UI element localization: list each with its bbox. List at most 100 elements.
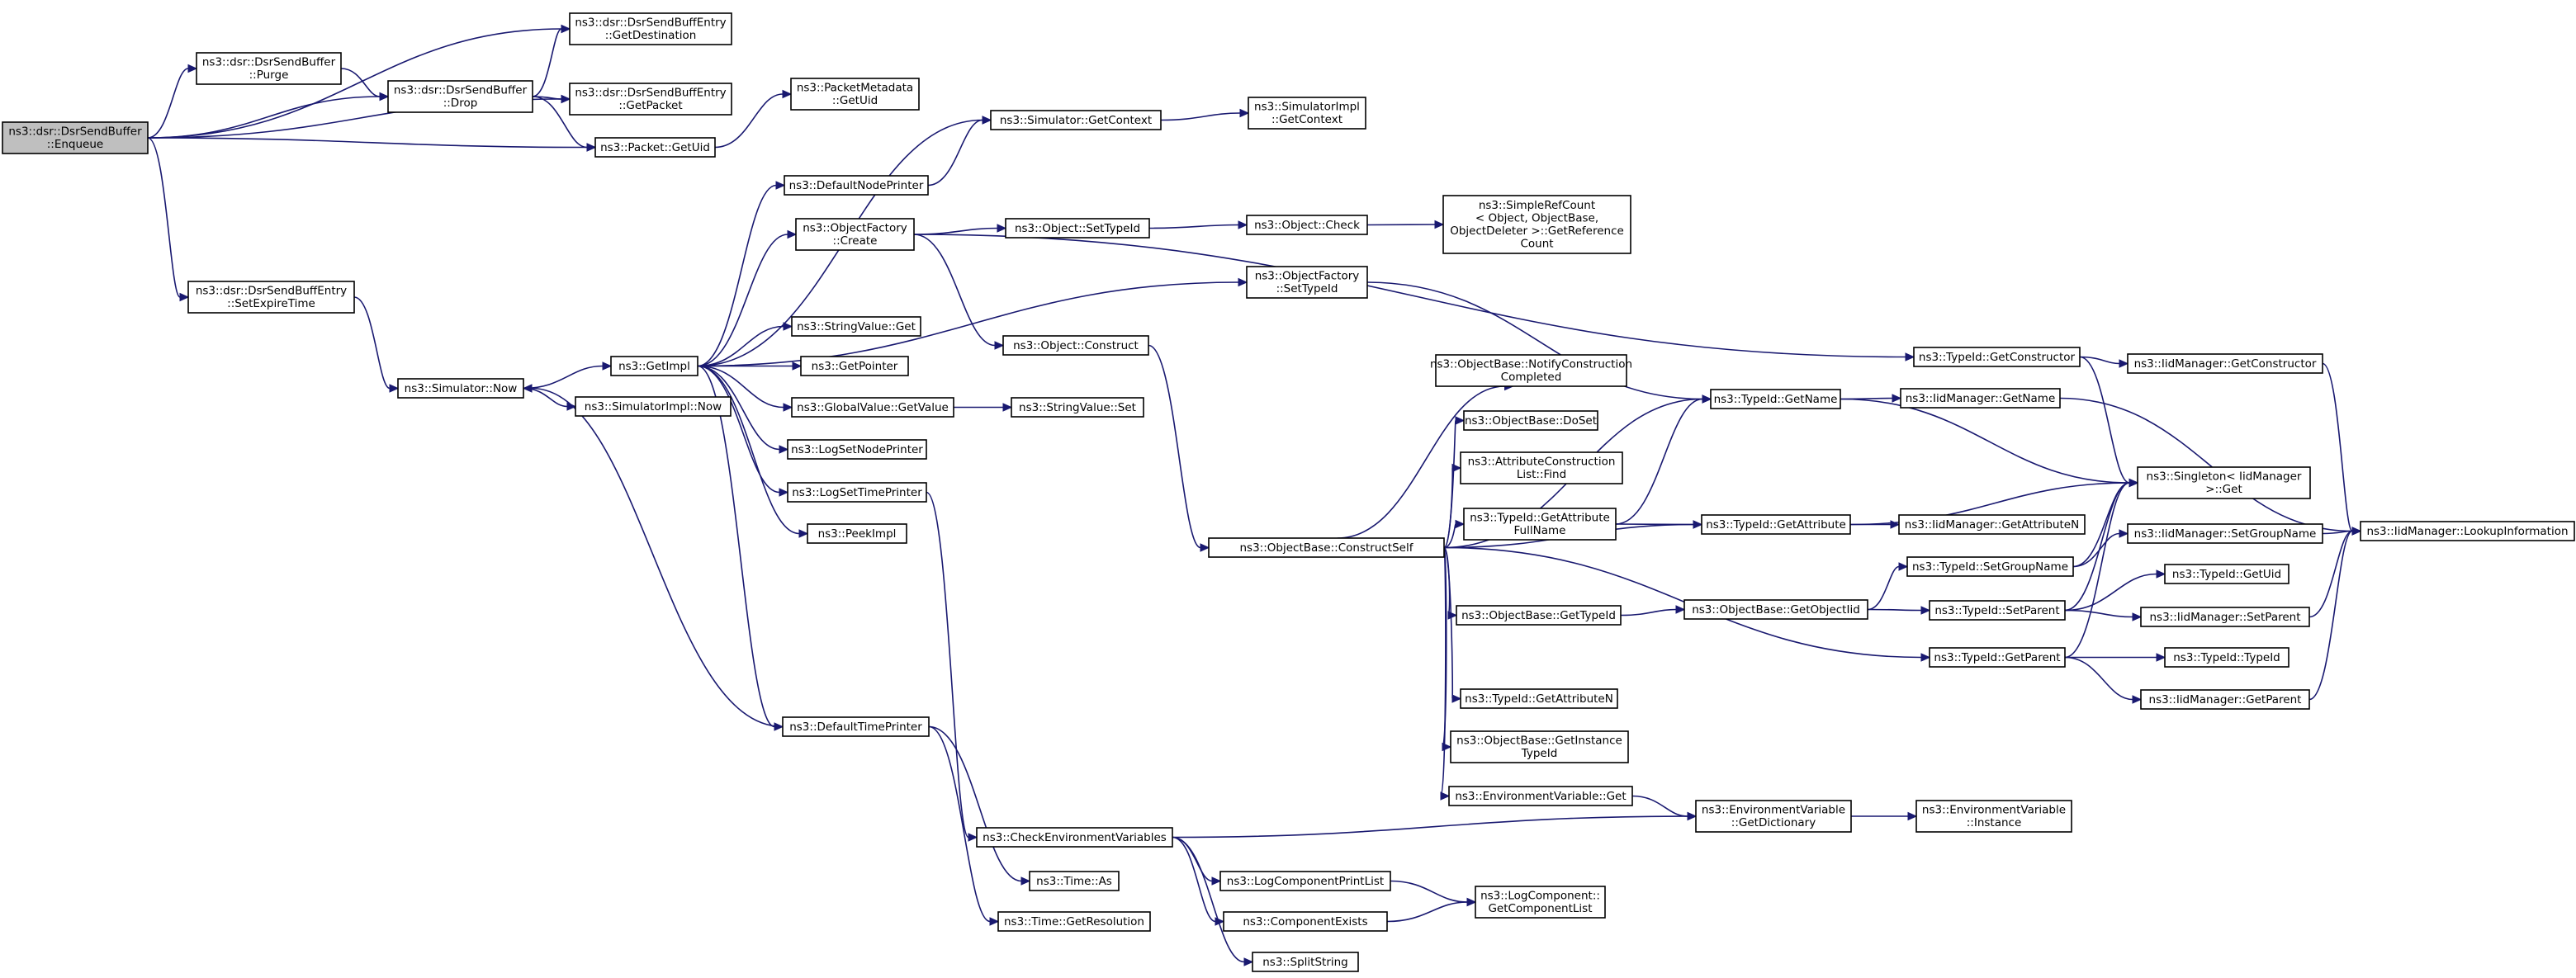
node-logsettime[interactable]: ns3::LogSetTimePrinter xyxy=(787,482,927,503)
node-obgettypeid[interactable]: ns3::ObjectBase::GetTypeId xyxy=(1456,605,1622,626)
edge-arrowhead xyxy=(1442,742,1452,752)
node-box xyxy=(2127,523,2323,544)
node-box xyxy=(397,378,524,399)
edge-setexpire-to-simnow xyxy=(353,296,400,393)
edge-obgetobjtid-to-tidsetparent xyxy=(1867,606,1931,615)
node-doset[interactable]: ns3::ObjectBase::DoSet xyxy=(1463,410,1598,431)
node-objsettypeid[interactable]: ns3::Object::SetTypeId xyxy=(1005,218,1150,239)
node-label: ::Drop xyxy=(443,97,478,110)
node-iidgetparent[interactable]: ns3::IidManager::GetParent xyxy=(2140,689,2310,710)
node-label: ns3::Singleton< IidManager xyxy=(2147,470,2302,484)
edge-arrowhead xyxy=(1702,395,1712,404)
node-tidtypeid[interactable]: ns3::TypeId::TypeId xyxy=(2164,647,2290,668)
edge-tidsetparent-to-tidgetuid xyxy=(2064,569,2166,612)
node-label: ns3::Packet::GetUid xyxy=(600,141,710,154)
node-tidgetparent[interactable]: ns3::TypeId::GetParent xyxy=(1929,647,2066,668)
node-box xyxy=(569,12,732,45)
node-checkenv[interactable]: ns3::CheckEnvironmentVariables xyxy=(976,827,1173,848)
node-logcompprint[interactable]: ns3::LogComponentPrintList xyxy=(1219,871,1391,891)
node-tidgetattr[interactable]: ns3::TypeId::GetAttribute xyxy=(1701,514,1851,535)
node-compexists[interactable]: ns3::ComponentExists xyxy=(1223,911,1388,932)
node-envinstance[interactable]: ns3::EnvironmentVariable::Instance xyxy=(1915,800,2072,833)
node-label: ns3::dsr::DsrSendBuffer xyxy=(394,84,528,97)
node-tidsetparent[interactable]: ns3::TypeId::SetParent xyxy=(1929,600,2066,621)
edge-line xyxy=(1390,880,1468,903)
edge-line xyxy=(2079,356,2130,484)
node-tidsetgroup[interactable]: ns3::TypeId::SetGroupName xyxy=(1906,556,2074,577)
node-deftimeprinter[interactable]: ns3::DefaultTimePrinter xyxy=(782,716,930,737)
node-iidgetattrn[interactable]: ns3::IidManager::GetAttributeN xyxy=(1898,514,2086,535)
edge-line xyxy=(531,387,784,728)
edge-line xyxy=(1337,385,1505,539)
node-timeas[interactable]: ns3::Time::As xyxy=(1029,871,1120,891)
node-iidgetctor[interactable]: ns3::IidManager::GetConstructor xyxy=(2127,353,2323,374)
node-envgetdict[interactable]: ns3::EnvironmentVariable::GetDictionary xyxy=(1695,800,1852,833)
node-lookupinfo[interactable]: ns3::IidManager::LookupInformation xyxy=(2360,521,2575,541)
edge-objsettypeid-to-objcheck xyxy=(1148,220,1248,229)
node-pktuid[interactable]: ns3::Packet::GetUid xyxy=(594,137,716,158)
node-objcheck[interactable]: ns3::Object::Check xyxy=(1246,215,1368,235)
node-simnow[interactable]: ns3::Simulator::Now xyxy=(397,378,524,399)
edge-arrowhead xyxy=(586,143,597,152)
node-notifyconstr[interactable]: ns3::ObjectBase::NotifyConstructionCompl… xyxy=(1430,354,1632,387)
node-constructself[interactable]: ns3::ObjectBase::ConstructSelf xyxy=(1208,537,1445,558)
node-label: Count xyxy=(1520,238,1553,251)
node-label: ns3::Time::As xyxy=(1036,875,1112,888)
node-simimplnow[interactable]: ns3::SimulatorImpl::Now xyxy=(575,396,732,417)
node-iidsetparent[interactable]: ns3::IidManager::SetParent xyxy=(2140,607,2310,627)
node-defnodeprinter[interactable]: ns3::DefaultNodePrinter xyxy=(784,175,929,196)
node-label: ns3::dsr::DsrSendBuffEntry xyxy=(575,87,726,100)
node-simgetctx[interactable]: ns3::Simulator::GetContext xyxy=(990,110,1162,130)
edge-line xyxy=(697,365,784,409)
node-tidgetname[interactable]: ns3::TypeId::GetName xyxy=(1710,389,1841,409)
edge-tidgetparent-to-iidgetparent xyxy=(2064,656,2143,704)
node-box xyxy=(800,356,909,376)
edge-line xyxy=(1867,608,1922,612)
node-globalvalget[interactable]: ns3::GlobalValue::GetValue xyxy=(791,397,954,418)
node-obgetobjtid[interactable]: ns3::ObjectBase::GetObjectIid xyxy=(1683,599,1868,620)
node-simimplgetctx[interactable]: ns3::SimulatorImpl::GetContext xyxy=(1248,97,1366,130)
node-pktmeta[interactable]: ns3::PacketMetadata::GetUid xyxy=(790,78,920,111)
node-getpacket[interactable]: ns3::dsr::DsrSendBuffEntry::GetPacket xyxy=(569,83,732,116)
node-drop[interactable]: ns3::dsr::DsrSendBuffer::Drop xyxy=(387,80,533,113)
node-getimpl[interactable]: ns3::GetImpl xyxy=(610,356,698,376)
node-label: ns3::AttributeConstruction xyxy=(1468,456,1616,469)
node-strvalget[interactable]: ns3::StringValue::Get xyxy=(791,316,921,337)
node-logsetnode[interactable]: ns3::LogSetNodePrinter xyxy=(787,439,927,460)
edge-getimpl-to-ofsettypeid xyxy=(697,277,1248,367)
node-getdest[interactable]: ns3::dsr::DsrSendBuffEntry::GetDestinati… xyxy=(569,12,732,45)
edge-checkenv-to-envgetdict xyxy=(1172,811,1698,839)
node-peekimpl[interactable]: ns3::PeekImpl xyxy=(807,523,907,544)
node-splitstring[interactable]: ns3::SplitString xyxy=(1252,952,1359,972)
edge-line xyxy=(1386,901,1468,923)
node-label: ns3::ObjectBase::GetObjectIid xyxy=(1692,603,1860,617)
node-singleton[interactable]: ns3::Singleton< IidManager >::Get xyxy=(2137,466,2311,499)
node-purge[interactable]: ns3::dsr::DsrSendBuffer::Purge xyxy=(196,52,342,85)
node-logcompgetlist[interactable]: ns3::LogComponent::GetComponentList xyxy=(1475,886,1606,919)
node-iidgetname[interactable]: ns3::IidManager::GetName xyxy=(1900,388,2061,409)
edge-arrowhead xyxy=(1211,876,1222,886)
edge-arrowhead xyxy=(783,403,793,412)
edge-enqueue-to-setexpire xyxy=(147,137,190,302)
node-tidgetuid[interactable]: ns3::TypeId::GetUid xyxy=(2164,564,2290,584)
edge-enqueue-to-purge xyxy=(147,64,198,139)
node-ofcreate[interactable]: ns3::ObjectFactory::Create xyxy=(795,218,915,251)
node-tidgetctor[interactable]: ns3::TypeId::GetConstructor xyxy=(1913,347,2081,367)
node-setexpire[interactable]: ns3::dsr::DsrSendBuffEntry::SetExpireTim… xyxy=(187,281,355,314)
node-timegetres[interactable]: ns3::Time::GetResolution xyxy=(997,911,1151,932)
node-label: ns3::SplitString xyxy=(1262,956,1348,969)
edge-constructself-to-tidgetattrn xyxy=(1443,546,1462,703)
node-strvalset[interactable]: ns3::StringValue::Set xyxy=(1011,397,1144,418)
node-simplerefcount[interactable]: ns3::SimpleRefCount< Object, ObjectBase,… xyxy=(1442,195,1631,254)
node-objconstruct[interactable]: ns3::Object::Construct xyxy=(1002,335,1149,356)
node-envget[interactable]: ns3::EnvironmentVariable::Get xyxy=(1448,786,1633,806)
node-tidgetattrn[interactable]: ns3::TypeId::GetAttributeN xyxy=(1460,688,1618,709)
node-iidsetgroup[interactable]: ns3::IidManager::SetGroupName xyxy=(2127,523,2323,544)
node-ofsettypeid[interactable]: ns3::ObjectFactory::SetTypeId xyxy=(1246,266,1368,299)
edge-line xyxy=(927,119,983,187)
node-enqueue[interactable]: ns3::dsr::DsrSendBuffer::Enqueue xyxy=(2,121,149,154)
node-getpointer[interactable]: ns3::GetPointer xyxy=(800,356,909,376)
